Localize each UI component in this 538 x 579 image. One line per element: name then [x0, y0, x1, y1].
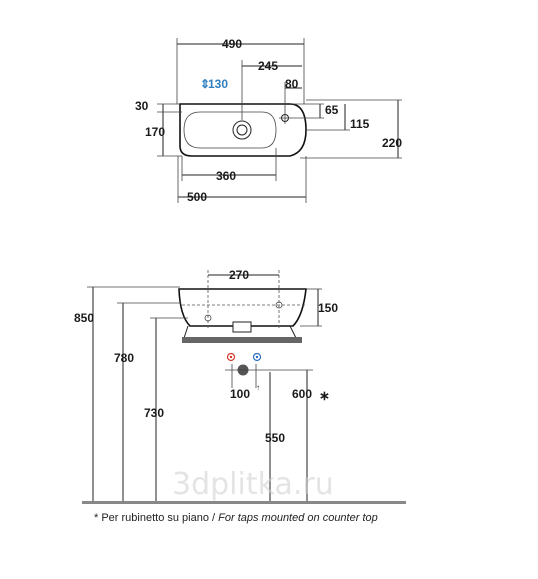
dim-115: 115	[350, 117, 370, 131]
dim-270: 270	[229, 268, 249, 282]
dim-170: 170	[145, 125, 165, 139]
drain-inner	[236, 124, 248, 136]
footnote-italian: * Per rubinetto su piano /	[94, 512, 219, 524]
top-view: 490 245 80 ⇕ 130 30 170 65 115 220	[135, 37, 402, 204]
dim-220: 220	[382, 136, 402, 150]
dim-490: 490	[222, 37, 242, 51]
dim-30: 30	[135, 99, 149, 113]
dim-550: 550	[265, 431, 285, 445]
basin-side-outline	[178, 288, 307, 327]
drain-outer	[232, 120, 252, 140]
dim-130: 130	[208, 77, 228, 91]
dim-850: 850	[74, 311, 94, 325]
bowl-inner-outline	[183, 111, 277, 149]
footnote-english: For taps mounted on counter top	[218, 512, 378, 524]
watermark: 3dplitka.ru	[172, 467, 334, 502]
dim-150: 150	[318, 301, 338, 315]
basin-plan-outline	[179, 103, 307, 157]
dim-100: 100	[230, 387, 250, 401]
dim-65: 65	[325, 103, 339, 117]
dim-600-asterisk: ∗	[319, 388, 330, 403]
dim-245: 245	[258, 59, 278, 73]
floor-line	[82, 501, 406, 504]
tap-height-arrow-icon: ⇕	[200, 77, 210, 91]
side-view: 270 150 850 780 730 100 ↑ 600 ∗	[74, 268, 406, 504]
dim-600: 600	[292, 387, 312, 401]
footnote: * Per rubinetto su piano / For taps moun…	[94, 512, 378, 524]
dim-360: 360	[216, 169, 236, 183]
dim-780: 780	[114, 351, 134, 365]
dim-100-mark: ↑	[256, 383, 260, 392]
dim-730: 730	[144, 406, 164, 420]
dim-500: 500	[187, 190, 207, 204]
dim-80: 80	[285, 77, 299, 91]
waste-outlet	[232, 321, 252, 333]
base-stand	[182, 337, 302, 343]
